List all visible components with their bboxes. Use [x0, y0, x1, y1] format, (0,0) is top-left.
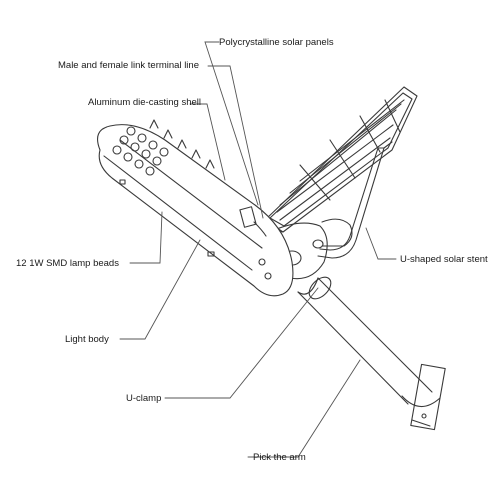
- u-clamp: [401, 363, 446, 431]
- label-lamp-beads: 12 1W SMD lamp beads: [16, 258, 119, 269]
- label-u-stent: U-shaped solar stent: [400, 254, 488, 265]
- label-pick-arm: Pick the arm: [253, 452, 306, 463]
- label-link-terminal: Male and female link terminal line: [58, 60, 199, 71]
- label-u-clamp: U-clamp: [126, 393, 162, 404]
- pick-arm: [297, 276, 433, 405]
- led-beads: [112, 126, 169, 176]
- terminal-connector: [239, 206, 267, 237]
- label-light-body: Light body: [65, 334, 109, 345]
- label-aluminum-shell: Aluminum die-casting shell: [88, 97, 201, 108]
- u-shaped-stent: [317, 141, 393, 259]
- label-solar-panels: Polycrystalline solar panels: [219, 37, 334, 48]
- solar-panel: [264, 86, 418, 233]
- lamp-head: [97, 119, 294, 297]
